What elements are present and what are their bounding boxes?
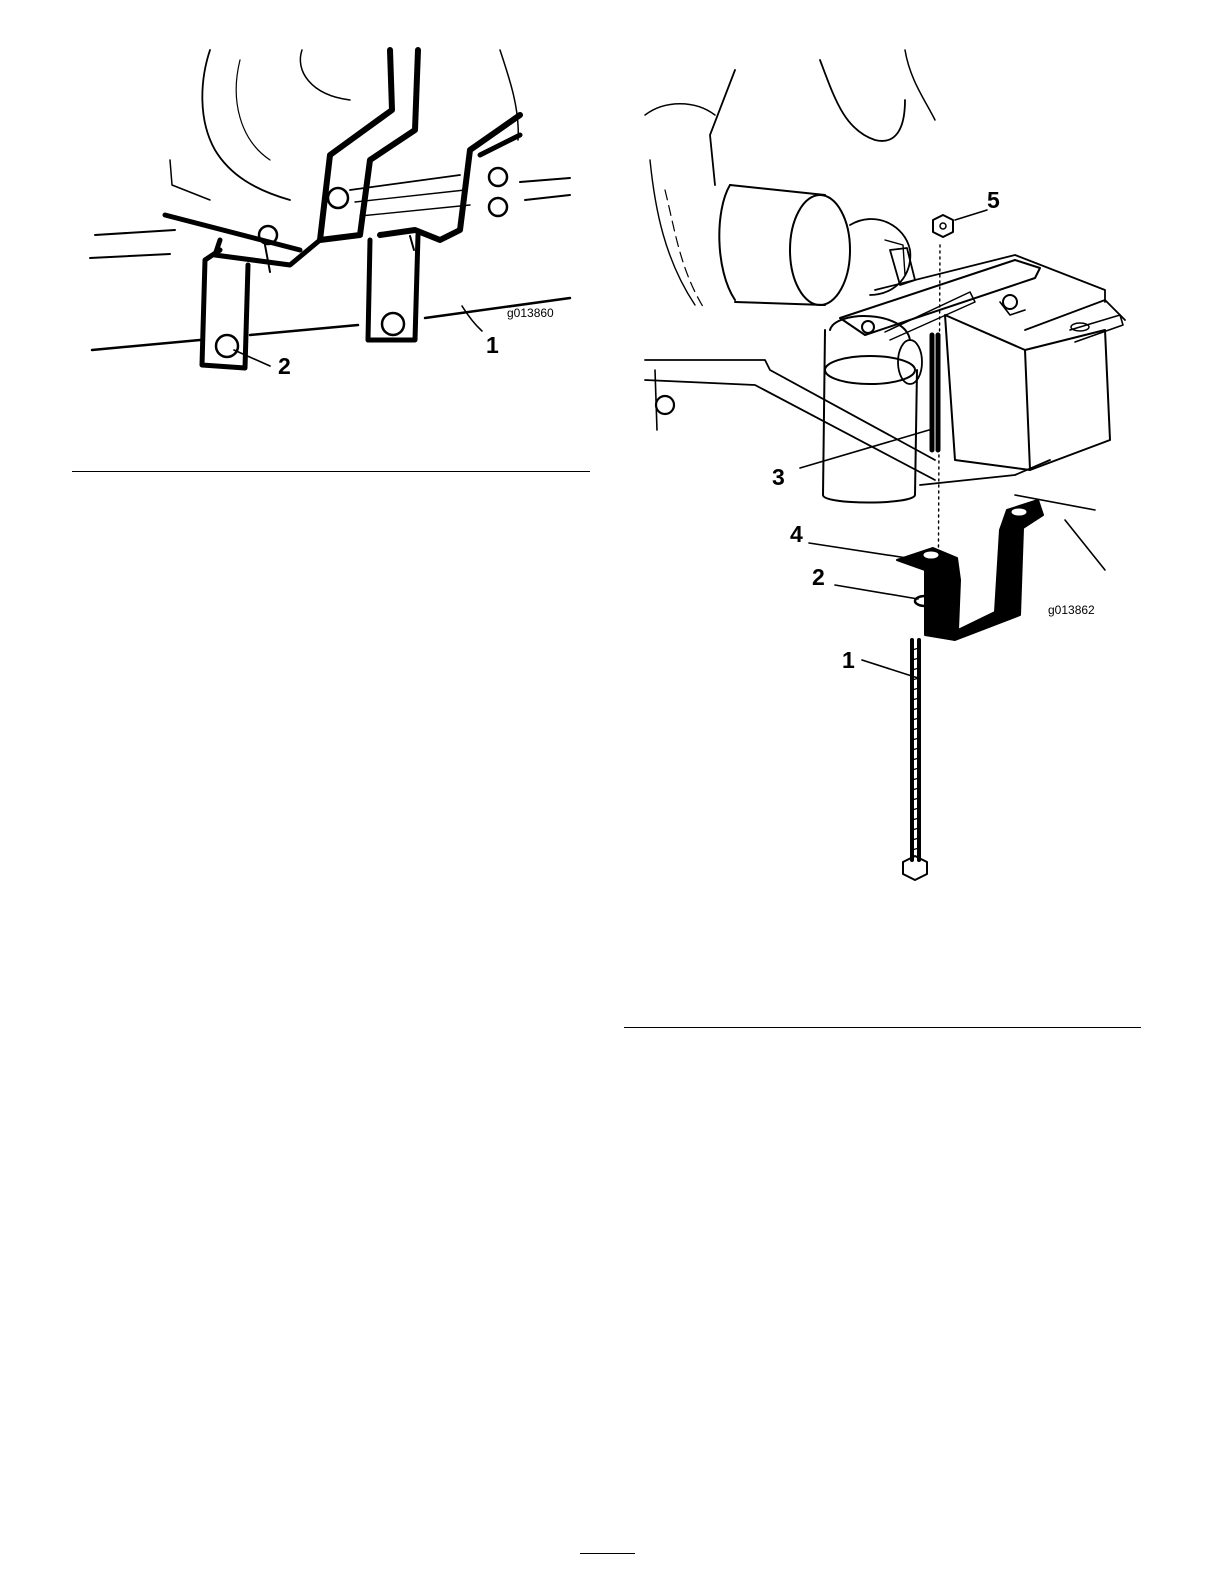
figure-right-callout-1: 1 <box>842 647 855 673</box>
figure-right-callout-3: 3 <box>772 464 785 490</box>
figure-right: 5 3 4 2 1 g013862 <box>635 40 1140 890</box>
figure-left-id-label: g013860 <box>507 306 554 320</box>
figure-left-callout-1: 1 <box>486 332 499 358</box>
figure-left-callout-2: 2 <box>278 353 291 379</box>
figure-left-drawing: 1 2 g013860 <box>80 40 590 390</box>
figure-right-callout-5: 5 <box>987 187 1000 213</box>
figure-right-callout-4: 4 <box>790 521 803 547</box>
figure-right-rule <box>624 1027 1141 1028</box>
page-footer-rule <box>580 1553 635 1554</box>
figure-right-callout-2: 2 <box>812 564 825 590</box>
figure-right-drawing: 5 3 4 2 1 g013862 <box>635 40 1140 890</box>
figure-left-rule <box>72 471 590 472</box>
figure-left: 1 2 g013860 <box>80 40 590 390</box>
figure-right-id-label: g013862 <box>1048 603 1095 617</box>
